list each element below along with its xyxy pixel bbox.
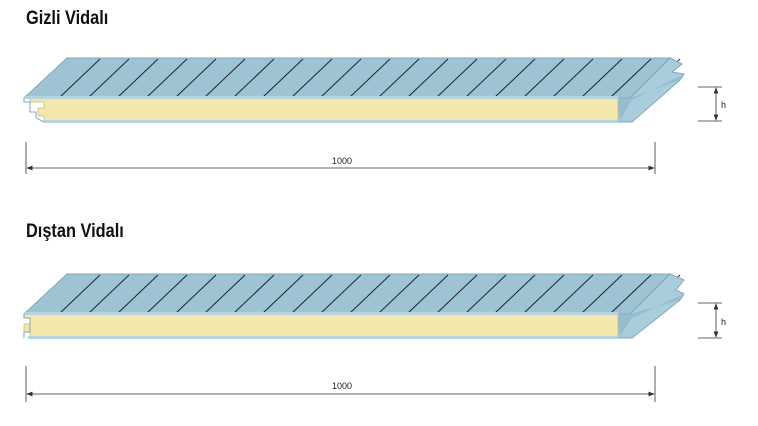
panel-stripe bbox=[407, 274, 449, 314]
panel-bottom-skin bbox=[28, 336, 618, 339]
panel-diagram-distan-vidali: 1000 h bbox=[22, 273, 726, 402]
panel-stripe bbox=[204, 274, 246, 314]
panel-diagram-gizli-vidali: 1000 h bbox=[22, 57, 726, 174]
panel-stripe bbox=[465, 274, 507, 314]
panel-top-skin bbox=[24, 96, 618, 99]
panel-stripe bbox=[523, 274, 565, 314]
panel-top-skin bbox=[24, 312, 618, 315]
panel-left-groove bbox=[23, 314, 31, 338]
panel-stripe bbox=[204, 58, 246, 98]
panel-title-gizli-vidali: Gizli Vidalı bbox=[26, 8, 109, 29]
panel-stripe bbox=[610, 274, 652, 314]
panel-right-profile-shade bbox=[618, 74, 684, 120]
panel-stripe bbox=[320, 58, 362, 98]
panel-stripe bbox=[349, 274, 391, 314]
panel-stripe bbox=[291, 274, 333, 314]
panel-stripe bbox=[378, 58, 420, 98]
panel-stripe bbox=[523, 58, 565, 98]
height-label: h bbox=[721, 317, 726, 327]
panel-stripe bbox=[610, 58, 652, 98]
panel-stripe bbox=[175, 274, 217, 314]
width-label: 1000 bbox=[332, 381, 352, 391]
panel-stripe bbox=[88, 274, 130, 314]
panel-stripe bbox=[291, 58, 333, 98]
panel-stripe bbox=[59, 274, 101, 314]
panel-stripe bbox=[436, 58, 478, 98]
panel-stripe bbox=[436, 274, 478, 314]
panel-stripe bbox=[320, 274, 362, 314]
panel-stripe bbox=[233, 274, 275, 314]
panel-core bbox=[23, 313, 619, 339]
panel-stripe bbox=[552, 274, 594, 314]
panel-stripe bbox=[494, 58, 536, 98]
panel-stripe bbox=[59, 58, 101, 98]
panel-stripe bbox=[146, 58, 188, 98]
panel-stripe bbox=[552, 58, 594, 98]
panel-stripe bbox=[378, 274, 420, 314]
panel-stripe bbox=[262, 58, 304, 98]
panel-stripe bbox=[88, 58, 130, 98]
panel-stripe bbox=[465, 58, 507, 98]
panel-bottom-skin bbox=[44, 120, 618, 123]
panel-stripe bbox=[146, 274, 188, 314]
width-label: 1000 bbox=[332, 156, 352, 166]
panel-stripe bbox=[175, 58, 217, 98]
panel-core bbox=[24, 97, 619, 123]
panel-stripe bbox=[262, 274, 304, 314]
height-label: h bbox=[721, 100, 726, 110]
panel-stripe bbox=[494, 274, 536, 314]
panel-stripe bbox=[581, 274, 623, 314]
panel-title-distan-vidali: Dıştan Vidalı bbox=[26, 221, 124, 242]
panel-stripe bbox=[581, 58, 623, 98]
panel-right-profile-shade bbox=[618, 294, 684, 336]
panel-left-groove bbox=[23, 98, 45, 123]
panel-stripe bbox=[117, 58, 159, 98]
panel-stripe bbox=[117, 274, 159, 314]
panel-stripe bbox=[407, 58, 449, 98]
panel-stripe bbox=[233, 58, 275, 98]
panel-stripe bbox=[349, 58, 391, 98]
